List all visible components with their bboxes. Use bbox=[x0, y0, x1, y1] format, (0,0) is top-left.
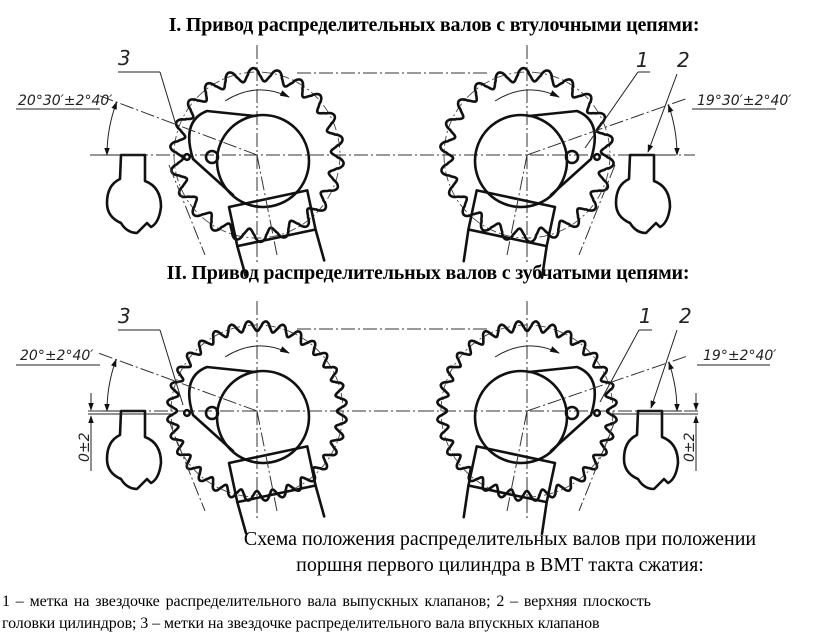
rotation-direction-arrow bbox=[494, 345, 560, 358]
offset-label-2-left: 0±2 bbox=[77, 432, 93, 462]
angle-reference-line bbox=[97, 94, 258, 156]
dowel-pin bbox=[204, 405, 220, 421]
timing-mark bbox=[182, 408, 192, 418]
section-1-title: I. Привод распределительных валов с втул… bbox=[168, 14, 700, 36]
timing-mark bbox=[592, 152, 602, 162]
dowel-pin bbox=[204, 149, 220, 165]
caption-line-1: Схема положения распределительных валов … bbox=[243, 528, 757, 550]
sprocket-outline bbox=[439, 66, 615, 244]
sprocket-outline bbox=[436, 320, 618, 502]
callout-1-section2: 1 bbox=[639, 304, 652, 328]
rotation-direction-arrow bbox=[224, 89, 290, 102]
angle-reference-line bbox=[97, 352, 258, 412]
sprocket-2-right bbox=[420, 301, 700, 536]
cam-lobe bbox=[188, 365, 257, 453]
angle-reference-line bbox=[526, 355, 688, 412]
cylinder-head-profile bbox=[614, 153, 672, 235]
cam-lobe bbox=[527, 109, 596, 197]
callout-3-section2: 3 bbox=[118, 304, 131, 328]
cylinder-head-profile bbox=[105, 153, 163, 235]
angle-reference-line bbox=[526, 97, 688, 156]
legend-line-2: головки цилиндров; 3 – метки на звездочк… bbox=[2, 615, 600, 632]
sprocket-2-left bbox=[88, 301, 420, 535]
chain-tensioner bbox=[227, 189, 326, 279]
callout-2-section2: 2 bbox=[679, 304, 692, 328]
callout-2-section1: 2 bbox=[677, 48, 690, 72]
angle-dimension-arc bbox=[667, 104, 680, 156]
chain-tensioner bbox=[227, 445, 326, 535]
timing-mark bbox=[592, 408, 602, 418]
caption-line-2: поршня первого цилиндра в ВМТ такта сжат… bbox=[296, 554, 704, 576]
dowel-pin bbox=[564, 149, 580, 165]
angle-dimension-arc bbox=[104, 358, 117, 412]
callout-3-section1: 3 bbox=[118, 46, 131, 70]
cylinder-head-profile bbox=[622, 409, 680, 491]
angle-label-1-left: 20°30′±2°40′ bbox=[18, 93, 113, 109]
sprocket-1-right bbox=[420, 45, 695, 280]
angle-dimension-arc bbox=[104, 101, 118, 156]
section-2-title: II. Привод распределительных валов с зуб… bbox=[166, 262, 690, 284]
sprocket-1-left bbox=[90, 45, 420, 279]
cam-lobe bbox=[527, 365, 596, 453]
chain-tensioner bbox=[462, 189, 557, 280]
angle-label-2-left: 20°±2°40′ bbox=[20, 348, 94, 364]
sprocket-outline bbox=[169, 66, 345, 244]
angle-dimension-arc bbox=[668, 361, 680, 412]
cylinder-head-profile bbox=[105, 409, 163, 491]
chain-tensioner bbox=[462, 445, 557, 536]
legend-line-1: 1 – метка на звездочке распределительног… bbox=[2, 593, 651, 610]
rotation-direction-arrow bbox=[224, 345, 290, 358]
angle-label-1-right: 19°30′±2°40′ bbox=[697, 93, 792, 109]
angle-label-2-right: 19°±2°40′ bbox=[703, 348, 777, 364]
sprocket-outline bbox=[166, 320, 348, 502]
callout-1-section1: 1 bbox=[636, 48, 649, 72]
rotation-direction-arrow bbox=[494, 89, 560, 102]
dowel-pin bbox=[564, 405, 580, 421]
offset-label-2-right: 0±2 bbox=[682, 432, 698, 462]
cam-lobe bbox=[188, 109, 257, 197]
timing-mark bbox=[182, 152, 192, 162]
